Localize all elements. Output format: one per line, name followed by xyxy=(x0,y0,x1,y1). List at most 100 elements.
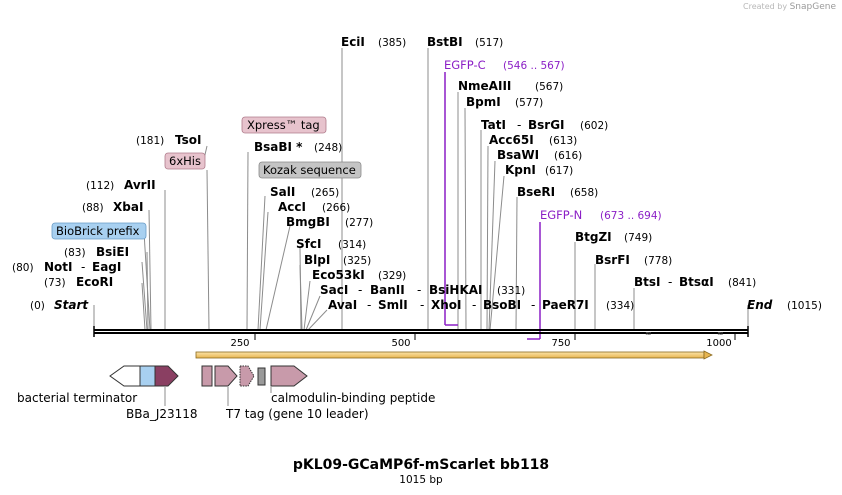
site-eco53ki-name[interactable]: Eco53kI xyxy=(312,268,365,282)
site-kpni-name[interactable]: KpnI xyxy=(505,163,536,177)
ruler-tick-500: 500 xyxy=(391,338,410,349)
site-bpmi-name[interactable]: BpmI xyxy=(466,95,501,109)
primer-egfp-c-name[interactable]: EGFP-C xyxy=(444,58,486,72)
site-kpni-pos: (617) xyxy=(545,165,573,177)
site-avrii-pos: (112) xyxy=(86,180,114,192)
site-eagi-name[interactable]: EagI xyxy=(92,260,121,274)
site-connectors xyxy=(93,48,749,331)
svg-text:-: - xyxy=(472,298,476,312)
site-bsobi-name[interactable]: BsoBI xyxy=(483,298,521,312)
bba-j23118-arrow[interactable] xyxy=(154,365,179,387)
6xhis-feature[interactable] xyxy=(201,365,213,387)
site-sali-name[interactable]: SalI xyxy=(270,185,295,199)
site-btsai-name[interactable]: BtsαI xyxy=(679,275,714,289)
site-bstbi-name[interactable]: BstBI xyxy=(427,35,463,49)
site-noti-pos: (80) xyxy=(12,262,34,274)
kozak-sequence-box[interactable]: Kozak sequence xyxy=(263,163,356,177)
site-tsoi-name[interactable]: TsoI xyxy=(175,133,201,147)
site-sfci-name[interactable]: SfcI xyxy=(296,237,321,251)
svg-text:-: - xyxy=(417,283,421,297)
site-ecori-pos: (73) xyxy=(44,277,66,289)
site-btgzi-name[interactable]: BtgZI xyxy=(575,230,612,244)
biobrick-prefix-feature[interactable] xyxy=(139,365,156,387)
site-bsihkai-name[interactable]: BsiHKAI xyxy=(429,283,483,297)
site-bsabi-pos: (248) xyxy=(314,142,342,154)
svg-text:-: - xyxy=(517,118,521,132)
site-acci-name[interactable]: AccI xyxy=(278,200,306,214)
site-tati-pos: (602) xyxy=(580,120,608,132)
bacterial-terminator-arrow[interactable] xyxy=(109,365,141,387)
site-xhoi-name[interactable]: XhoI xyxy=(431,298,462,312)
site-bmgbi-name[interactable]: BmgBI xyxy=(286,215,330,229)
t7-tag-label: T7 tag (gene 10 leader) xyxy=(225,407,369,421)
ruler-tick-1000: 1000 xyxy=(706,338,731,349)
svg-text:-: - xyxy=(668,275,672,289)
site-avai-pos: (334) xyxy=(606,300,634,312)
svg-text:-: - xyxy=(358,283,362,297)
site-start-name[interactable]: Start xyxy=(54,298,89,312)
site-bstbi-pos: (517) xyxy=(475,37,503,49)
site-bsawi-name[interactable]: BsaWI xyxy=(497,148,539,162)
xpress-tag-box[interactable]: Xpress™ tag xyxy=(247,118,320,132)
biobrick-prefix-box[interactable]: BioBrick prefix xyxy=(56,224,140,238)
snapgene-credit: Created by SnapGene xyxy=(743,2,836,12)
site-ecori-name[interactable]: EcoRI xyxy=(76,275,113,289)
site-banii-name[interactable]: BanII xyxy=(370,283,405,297)
site-bpmi-pos: (577) xyxy=(515,97,543,109)
site-avai-name[interactable]: AvaI xyxy=(328,298,357,312)
svg-text:-: - xyxy=(531,298,535,312)
site-bsiei-pos: (83) xyxy=(64,247,86,259)
site-avrii-name[interactable]: AvrII xyxy=(124,178,156,192)
snapgene-brand: SnapGene xyxy=(789,2,836,12)
map-title: pKL09-GCaMP6f-mScarlet bb118 xyxy=(293,457,549,473)
ruler-tick-750: 750 xyxy=(551,338,570,349)
site-sali-pos: (265) xyxy=(311,187,339,199)
svg-text:≈: ≈ xyxy=(717,329,724,338)
calmodulin-binding-peptide-arrow[interactable] xyxy=(270,365,308,387)
site-sfci-pos: (314) xyxy=(338,239,366,251)
t7-tag-arrow[interactable] xyxy=(214,365,238,387)
site-bsiei-name[interactable]: BsiEI xyxy=(96,245,129,259)
6xhis-box[interactable]: 6xHis xyxy=(169,154,201,168)
site-bsabi-name[interactable]: BsaBI * xyxy=(254,140,303,154)
credit-prefix: Created by xyxy=(743,2,788,11)
site-start-pos: (0) xyxy=(30,300,45,312)
orf-arrow[interactable] xyxy=(195,350,713,360)
bba-j23118-label: BBa_J23118 xyxy=(126,407,198,421)
site-blpi-pos: (325) xyxy=(343,255,371,267)
site-acc65i-name[interactable]: Acc65I xyxy=(489,133,534,147)
site-saci-name[interactable]: SacI xyxy=(320,283,348,297)
site-xbai-name[interactable]: XbaI xyxy=(113,200,143,214)
site-blpi-name[interactable]: BlpI xyxy=(304,253,330,267)
site-bsrgi-name[interactable]: BsrGI xyxy=(528,118,565,132)
site-ecii-name[interactable]: EciI xyxy=(341,35,365,49)
site-nmeaiii-pos: (567) xyxy=(535,81,563,93)
site-noti-name[interactable]: NotI xyxy=(44,260,73,274)
boxed-feature-labels: Xpress™ tag 6xHis Kozak sequence BioBric… xyxy=(51,116,362,240)
site-bseri-name[interactable]: BseRI xyxy=(517,185,555,199)
site-acci-pos: (266) xyxy=(322,202,350,214)
ruler: 250 500 750 1000 xyxy=(230,333,736,349)
primer-egfp-n-range: (673 .. 694) xyxy=(600,210,662,222)
kozak-sequence-feature[interactable] xyxy=(257,367,266,386)
svg-text:-: - xyxy=(81,260,85,274)
xpress-tag-arrow[interactable] xyxy=(239,365,255,387)
bacterial-terminator-label: bacterial terminator xyxy=(17,391,137,405)
site-end-name[interactable]: End xyxy=(747,298,773,312)
feature-arrows xyxy=(109,365,308,387)
site-smli-name[interactable]: SmlI xyxy=(378,298,408,312)
site-bseri-pos: (658) xyxy=(570,187,598,199)
site-bsawi-pos: (616) xyxy=(554,150,582,162)
site-btgzi-pos: (749) xyxy=(624,232,652,244)
site-bmgbi-pos: (277) xyxy=(345,217,373,229)
site-paer7i-name[interactable]: PaeR7I xyxy=(542,298,589,312)
site-btsi-pos: (841) xyxy=(728,277,756,289)
site-btsi-name[interactable]: BtsI xyxy=(634,275,661,289)
site-bsrfi-name[interactable]: BsrFI xyxy=(595,253,630,267)
site-ecii-pos: (385) xyxy=(378,37,406,49)
calmodulin-binding-peptide-label: calmodulin-binding peptide xyxy=(271,391,435,405)
site-nmeaiii-name[interactable]: NmeAIII xyxy=(458,79,511,93)
primer-egfp-n-name[interactable]: EGFP-N xyxy=(540,208,582,222)
site-tati-name[interactable]: TatI xyxy=(481,118,506,132)
